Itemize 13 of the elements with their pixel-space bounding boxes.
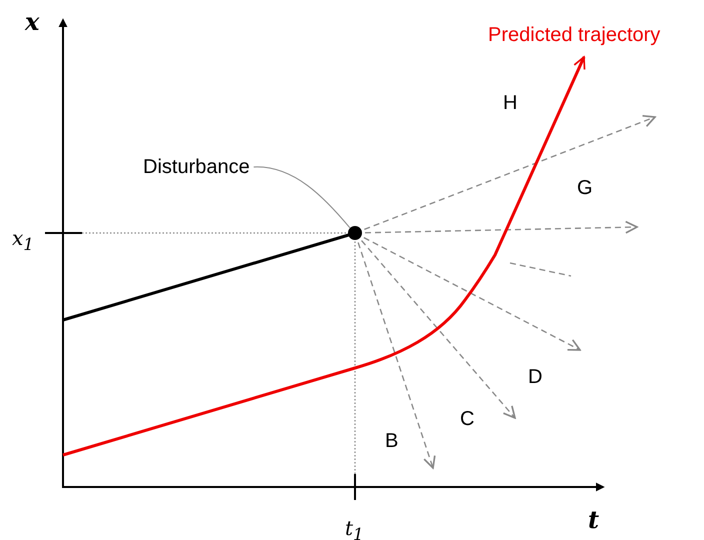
- region-label: C: [460, 409, 474, 429]
- disturbance-point: [348, 226, 362, 240]
- axis-label: x: [25, 10, 40, 34]
- tick-label: t$_{1}$: [345, 518, 364, 540]
- region-label: B: [385, 431, 398, 451]
- leader-line: [253, 166, 351, 229]
- axis-label: t: [588, 508, 600, 532]
- region-label: D: [528, 367, 542, 387]
- region-label: G: [577, 178, 593, 198]
- curve-label: Predicted trajectory: [488, 25, 660, 45]
- tick-label: x$_{1}$: [12, 228, 34, 254]
- region-label: H: [503, 93, 518, 113]
- annotation-text: Disturbance: [143, 157, 250, 177]
